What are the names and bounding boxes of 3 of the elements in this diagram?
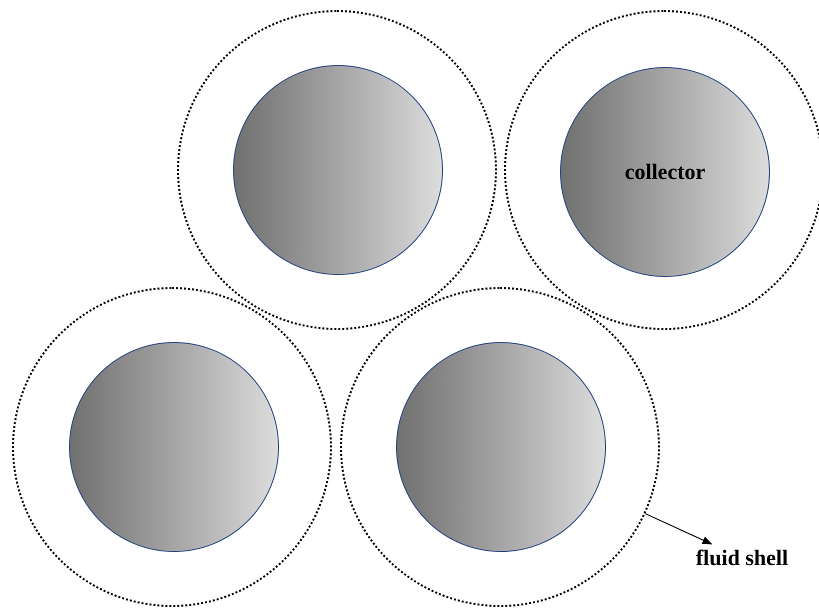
collector-label: collector	[624, 161, 706, 183]
leader-arrow	[644, 513, 712, 544]
shell-label: fluid shell	[696, 547, 788, 569]
